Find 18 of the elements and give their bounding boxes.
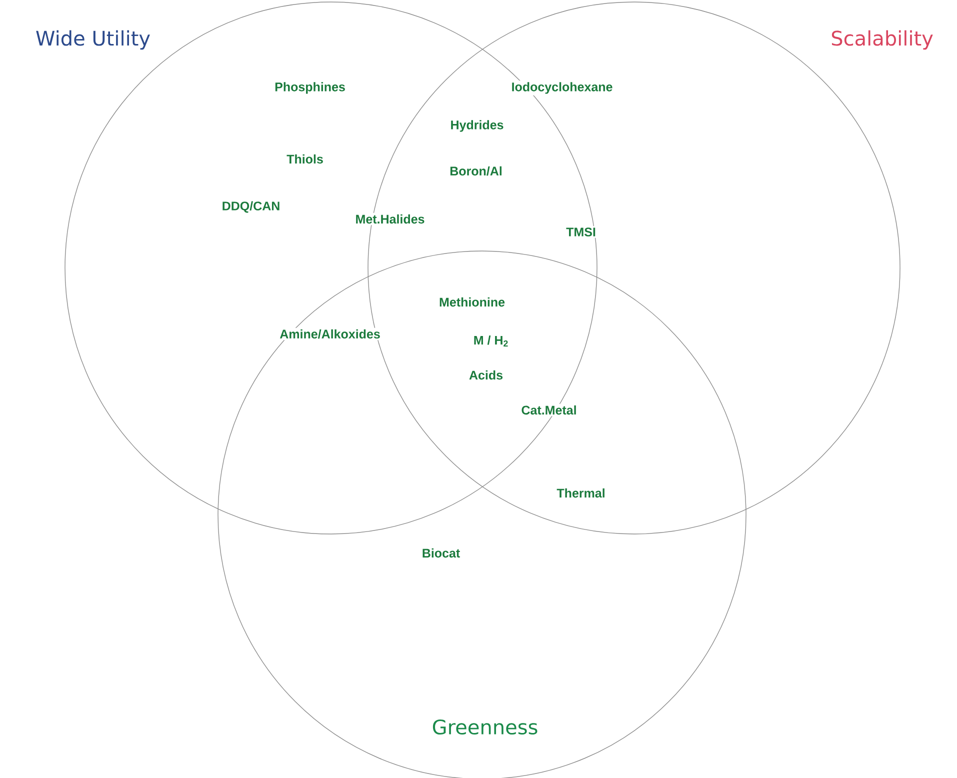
reagent-label: Boron/Al — [448, 164, 504, 178]
reagent-label: Met.Halides — [354, 212, 426, 226]
reagent-label: TMSI — [564, 226, 598, 238]
reagent-label: Biocat — [420, 546, 462, 560]
circle-title: Wide Utility — [36, 30, 150, 50]
reagent-label: Methionine — [438, 296, 506, 308]
reagent-label: Cat.Metal — [520, 404, 578, 416]
reagent-label: DDQ/CAN — [220, 200, 282, 214]
circle-title: Scalability — [832, 30, 933, 50]
reagent-label: Thiols — [285, 152, 325, 166]
reagent-label: Iodocyclohexane — [510, 80, 614, 96]
reagent-label: Acids — [467, 368, 505, 382]
reagent-label: M / H$_{2}$ — [472, 334, 510, 348]
reagent-label: Hydrides — [448, 118, 506, 134]
reagent-label: Phosphines — [273, 80, 347, 96]
circle-title: Greenness — [432, 719, 538, 735]
reagent-label: Amine/Alkoxides — [278, 328, 382, 340]
reagent-label: Thermal — [555, 486, 607, 500]
